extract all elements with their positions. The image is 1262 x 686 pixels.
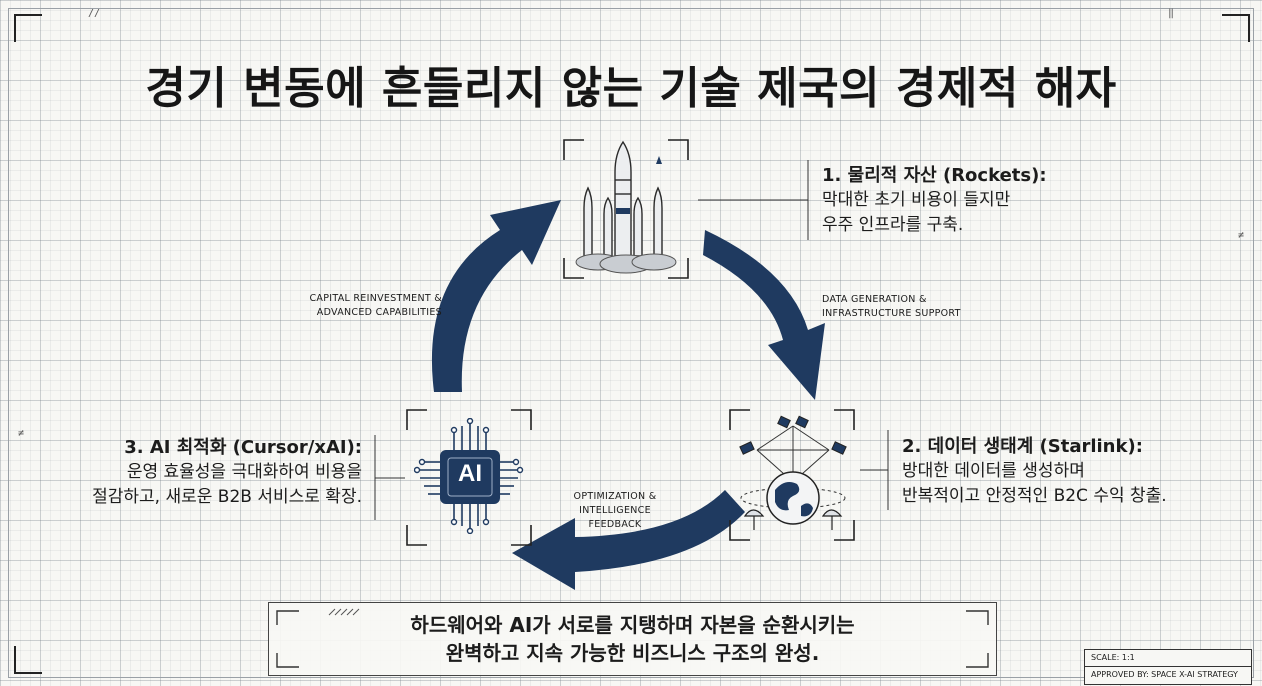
node-starlink-line: 반복적이고 안정적인 B2C 수익 창출. — [902, 486, 1167, 506]
edge-label-line: ADVANCED CAPABILITIES — [316, 307, 442, 318]
approval-stamp: SCALE: 1:1 APPROVED BY: SPACE X-AI STRAT… — [1084, 649, 1252, 685]
node-rockets-heading: 1. 물리적 자산 (Rockets): — [822, 165, 1047, 186]
tick-mark: ‖ — [1168, 8, 1175, 19]
edge-label-ai-to-rockets: CAPITAL REINVESTMENT & ADVANCED CAPABILI… — [272, 292, 442, 320]
arrow-ai-to-rockets — [431, 200, 561, 392]
node-starlink-line: 방대한 데이터를 생성하며 — [902, 461, 1085, 481]
satellite-globe-icon — [739, 415, 847, 530]
edge-label-line: INTELLIGENCE — [579, 505, 651, 516]
node-ai: 3. AI 최적화 (Cursor/xAI): 운영 효율성을 극대화하여 비용… — [40, 435, 362, 510]
ai-chip-label: AI — [458, 460, 482, 487]
summary-box: 하드웨어와 AI가 서로를 지탱하며 자본을 순환시키는 완벽하고 지속 가능한… — [268, 602, 997, 676]
summary-line: 하드웨어와 AI가 서로를 지탱하며 자본을 순환시키는 — [410, 613, 855, 637]
node-ai-line: 절감하고, 새로운 B2B 서비스로 확장. — [92, 487, 362, 507]
summary-box-decoration — [276, 608, 989, 668]
edge-label-line: FEEDBACK — [588, 519, 642, 530]
edge-label-rockets-to-starlink: DATA GENERATION & INFRASTRUCTURE SUPPORT — [822, 293, 961, 321]
tick-mark: ≠ — [18, 428, 25, 439]
edge-label-line: CAPITAL REINVESTMENT & — [309, 293, 442, 304]
tick-mark: ≠ — [1238, 230, 1245, 241]
edge-label-line: INFRASTRUCTURE SUPPORT — [822, 308, 961, 319]
frame-corner — [1222, 14, 1250, 42]
node-rockets-line: 우주 인프라를 구축. — [822, 215, 964, 235]
frame-corner — [14, 14, 42, 42]
arrow-starlink-to-ai — [512, 490, 745, 590]
node-ai-heading: 3. AI 최적화 (Cursor/xAI): — [124, 437, 362, 458]
arrow-rockets-to-starlink — [703, 230, 825, 400]
node-rockets-line: 막대한 초기 비용이 들지만 — [822, 190, 1011, 210]
node-starlink: 2. 데이터 생태계 (Starlink): 방대한 데이터를 생성하며 반복적… — [902, 434, 1167, 509]
frame-corner — [14, 646, 42, 674]
edge-label-line: DATA GENERATION & — [822, 294, 927, 305]
summary-line: 완벽하고 지속 가능한 비즈니스 구조의 완성. — [445, 641, 820, 665]
ai-chip-icon — [414, 418, 524, 534]
rocket-launch-icon — [575, 140, 677, 274]
stamp-scale: SCALE: 1:1 — [1091, 653, 1135, 662]
edge-label-line: OPTIMIZATION & — [573, 491, 657, 502]
edge-label-starlink-to-ai: OPTIMIZATION & INTELLIGENCE FEEDBACK — [560, 490, 670, 532]
stamp-approved: APPROVED BY: SPACE X-AI STRATEGY — [1085, 666, 1251, 683]
node-starlink-heading: 2. 데이터 생태계 (Starlink): — [902, 436, 1143, 457]
node-rockets: 1. 물리적 자산 (Rockets): 막대한 초기 비용이 들지만 우주 인… — [822, 163, 1047, 238]
node-ai-line: 운영 효율성을 극대화하여 비용을 — [126, 462, 362, 482]
page-title: 경기 변동에 흔들리지 않는 기술 제국의 경제적 해자 — [145, 63, 1117, 114]
tick-mark: // — [88, 8, 101, 19]
